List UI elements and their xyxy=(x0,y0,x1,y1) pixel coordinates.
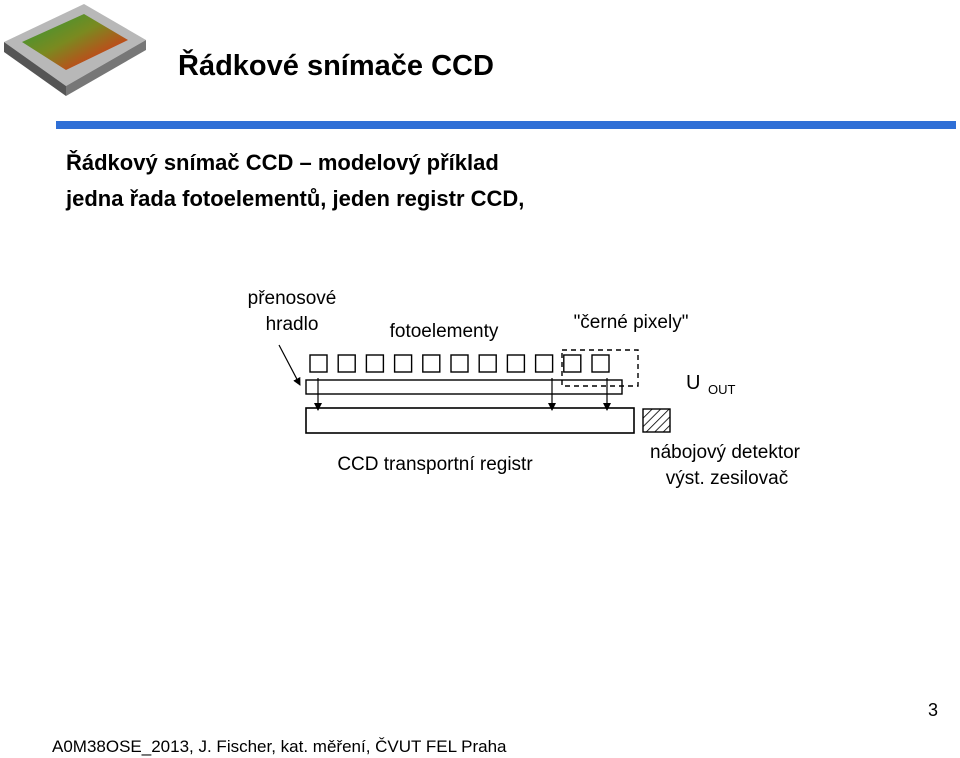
photoelement-pixel xyxy=(422,354,441,373)
bullet-line-2: jedna řada fotoelementů, jeden registr C… xyxy=(66,186,525,211)
transfer-gate xyxy=(305,379,623,395)
photoelement-pixel xyxy=(365,354,385,373)
label-black-pixels: "černé pixely" xyxy=(574,312,689,333)
label-uout: U OUT xyxy=(686,372,736,397)
photoelement-pixel xyxy=(506,354,526,373)
black-pixels-outline xyxy=(561,349,639,387)
label-transfer-gate-2: hradlo xyxy=(266,314,319,335)
photoelement-pixel xyxy=(309,354,328,373)
bullet-line-1: Řádkový snímač CCD – modelový příklad xyxy=(66,150,499,175)
photoelement-row xyxy=(309,354,610,373)
ccd-chip-logo xyxy=(4,4,146,96)
photoelement-pixel xyxy=(450,354,469,373)
ccd-transport-register xyxy=(305,407,635,434)
footer-text: A0M38OSE_2013, J. Fischer, kat. měření, … xyxy=(52,737,507,756)
charge-detector-block xyxy=(642,408,671,433)
photoelement-pixel xyxy=(337,354,356,373)
photoelement-pixel xyxy=(393,354,413,373)
label-photoelements: fotoelementy xyxy=(390,321,499,342)
label-transfer-gate-1: přenosové xyxy=(248,288,337,309)
label-uout-main: U xyxy=(686,372,700,394)
transfer-gate-pointer-arrow xyxy=(278,344,301,386)
photoelement-pixel xyxy=(591,354,610,373)
photoelement-pixel xyxy=(534,354,554,373)
label-ccd-register: CCD transportní registr xyxy=(337,454,533,475)
label-uout-sub: OUT xyxy=(708,382,736,397)
label-charge-detector-1: nábojový detektor xyxy=(650,442,801,463)
photoelement-pixel xyxy=(478,354,497,373)
photoelement-pixel xyxy=(563,354,582,373)
slide-title: Řádkové snímače CCD xyxy=(178,50,494,82)
title-divider-bar xyxy=(56,121,956,129)
slide-number: 3 xyxy=(927,700,938,720)
label-charge-detector-2: výst. zesilovač xyxy=(666,468,788,489)
